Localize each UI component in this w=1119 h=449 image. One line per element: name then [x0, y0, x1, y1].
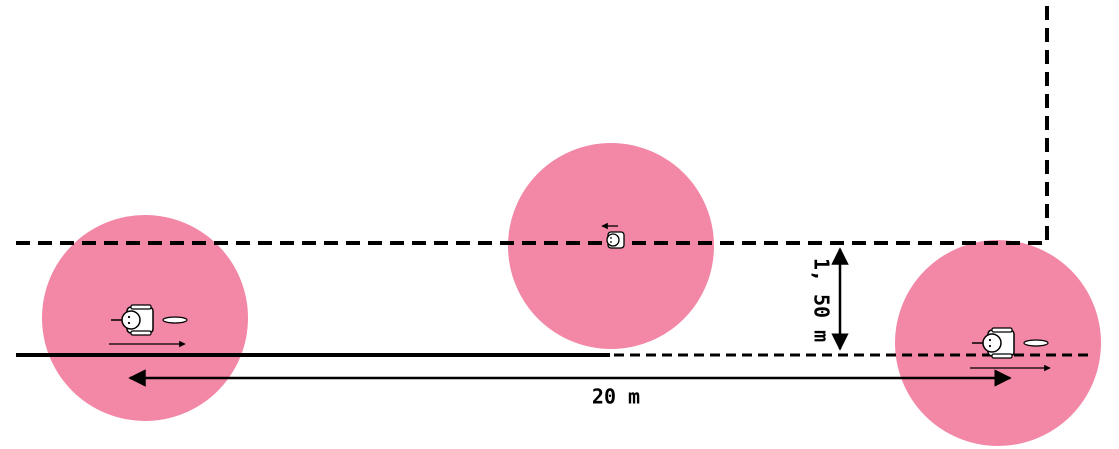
person-center: [601, 222, 625, 249]
wheelchair-user-topview-icon: [606, 231, 625, 249]
width-dimension: 1, 50 m: [810, 247, 849, 351]
width-label: 1, 50 m: [810, 258, 834, 342]
person-left: [109, 304, 188, 348]
wheelchair-user-topview-icon: [972, 327, 1049, 359]
person-right: [970, 327, 1051, 372]
path-lines: [16, 4, 1092, 357]
distance-dimension: 20 m: [128, 369, 1012, 409]
upper-dashed-boundary: [16, 4, 1049, 245]
safety-zones: [42, 143, 1101, 446]
wheelchair-user-topview-icon: [111, 304, 188, 336]
distance-label: 20 m: [592, 385, 640, 409]
